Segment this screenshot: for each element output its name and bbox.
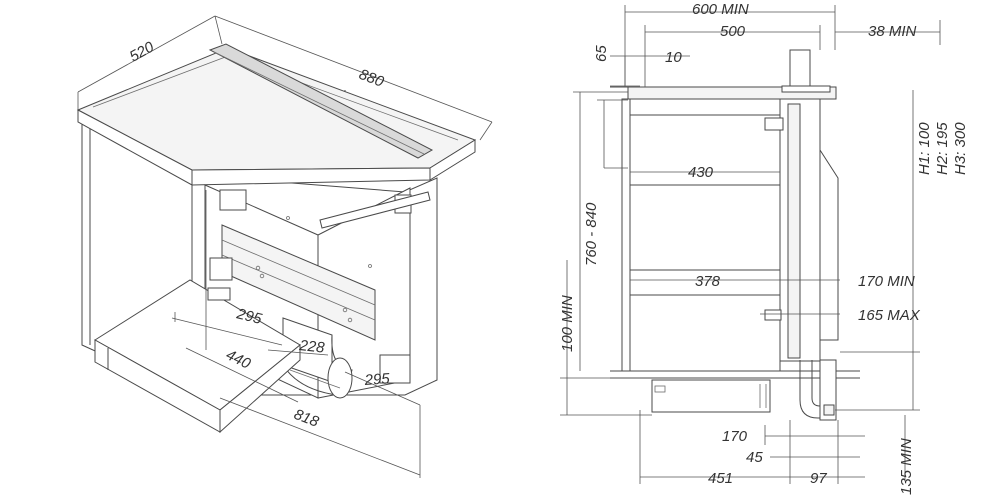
label-135-min: 135 MIN	[898, 438, 915, 495]
label-65: 65	[593, 45, 610, 62]
section-view: 600 MIN 500 38 MIN 65 10 H1: 100 H2: 195…	[559, 1, 969, 495]
label-520: 520	[127, 38, 158, 65]
label-97: 97	[810, 470, 827, 487]
label-228: 228	[298, 337, 326, 357]
label-170-min: 170 MIN	[858, 273, 915, 290]
section-dimension-labels: 600 MIN 500 38 MIN 65 10 H1: 100 H2: 195…	[559, 1, 969, 495]
iso-dimensions	[77, 15, 493, 478]
label-h2: H2: 195	[934, 122, 951, 175]
cabinet-inner	[629, 98, 781, 372]
label-h1: H1: 100	[916, 122, 933, 175]
label-600-min: 600 MIN	[692, 1, 749, 18]
duct-elbow	[799, 360, 836, 419]
label-h3: H3: 300	[952, 122, 969, 175]
label-500: 500	[720, 23, 746, 40]
duct-outlet	[282, 317, 411, 399]
label-295-right: 295	[363, 370, 391, 389]
label-378: 378	[695, 273, 721, 290]
label-295-left: 295	[234, 305, 264, 328]
hob-vent-slot	[208, 43, 434, 159]
label-10: 10	[665, 49, 682, 66]
label-451: 451	[708, 470, 733, 487]
bottom-shelf	[94, 279, 301, 434]
label-430: 430	[688, 164, 714, 181]
label-100-min: 100 MIN	[559, 295, 576, 352]
isometric-view: 520 880 295 440 228 295 818	[76, 15, 493, 478]
cabinet-front	[621, 98, 631, 372]
label-170: 170	[722, 428, 748, 445]
worktop	[76, 47, 477, 186]
label-880: 880	[357, 66, 387, 91]
label-165-max: 165 MAX	[858, 307, 921, 324]
label-38-min: 38 MIN	[868, 23, 917, 40]
plinth-duct	[651, 379, 771, 413]
label-45: 45	[746, 449, 763, 466]
section-dimensions	[560, 5, 941, 484]
label-760-840: 760 - 840	[583, 202, 600, 266]
